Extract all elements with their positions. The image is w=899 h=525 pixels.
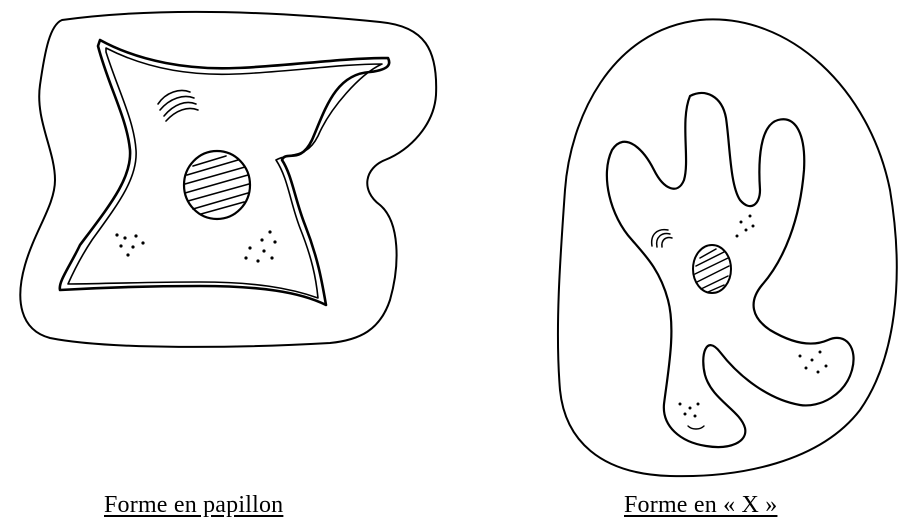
butterfly-granules-right <box>244 230 276 262</box>
x-outer-membrane <box>558 19 897 476</box>
x-granules-lower-right <box>799 351 828 374</box>
x-mark-lower-left <box>688 426 704 429</box>
x-nucleus-hatching <box>695 249 729 292</box>
caption-butterfly-shape: Forme en papillon <box>104 491 283 519</box>
x-shape-cell <box>558 19 897 476</box>
cell-drawings <box>0 0 899 480</box>
butterfly-organelle-arcs <box>158 91 198 122</box>
butterfly-granules-left <box>115 233 144 256</box>
x-nucleus <box>693 245 731 293</box>
butterfly-outer-membrane <box>20 12 436 347</box>
butterfly-nucleus-hatching <box>185 156 249 214</box>
caption-x-shape: Forme en « X » <box>624 491 777 519</box>
x-organelle-arcs <box>652 230 672 247</box>
butterfly-cell <box>20 12 436 347</box>
x-granules-lower-left <box>679 403 700 418</box>
x-granules-upper <box>736 215 755 238</box>
